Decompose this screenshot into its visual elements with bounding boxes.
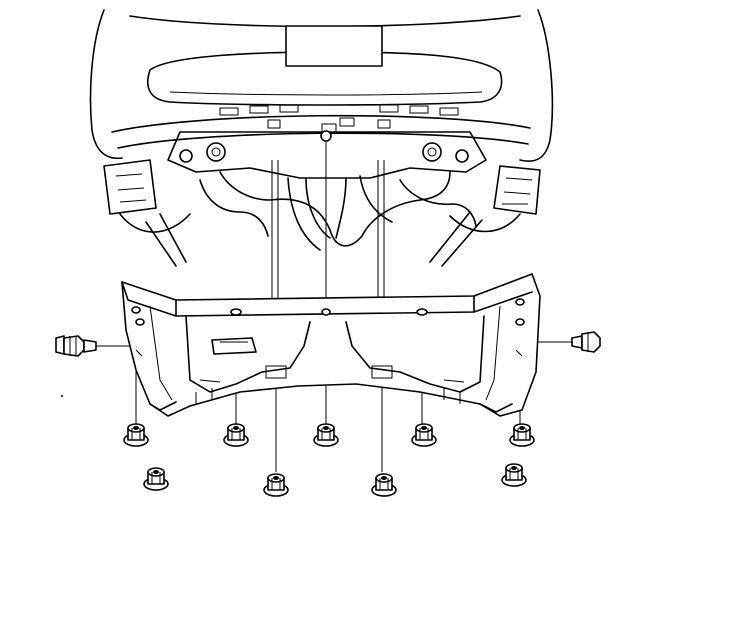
vehicle-front-bumper (89, 9, 554, 267)
shield-hole (321, 308, 331, 316)
stray-dot (61, 395, 63, 397)
bolt (509, 423, 535, 447)
shield-hole (230, 308, 242, 316)
right-bracket (493, 165, 541, 215)
bolt (411, 423, 437, 447)
shield-hole (131, 306, 141, 314)
bolt (123, 423, 149, 447)
shield-hole (135, 318, 145, 326)
bolt (223, 423, 249, 447)
mount-bushing-left (206, 142, 226, 162)
mount-bushing-right (422, 142, 442, 162)
bolt (371, 473, 397, 497)
bolt (143, 467, 169, 491)
bolt (313, 423, 339, 447)
bolt-set (123, 423, 535, 497)
lower-grille-slots (219, 104, 459, 133)
bolt (501, 463, 527, 487)
shield-hole (515, 298, 525, 306)
side-clip-left (55, 335, 97, 357)
shield-hole (515, 318, 525, 326)
license-plate-area (285, 25, 383, 67)
left-bracket (103, 159, 157, 215)
bolt (263, 473, 289, 497)
shield-hole (416, 308, 428, 316)
side-clip-right (571, 331, 601, 353)
engine-splash-shield (121, 273, 541, 417)
